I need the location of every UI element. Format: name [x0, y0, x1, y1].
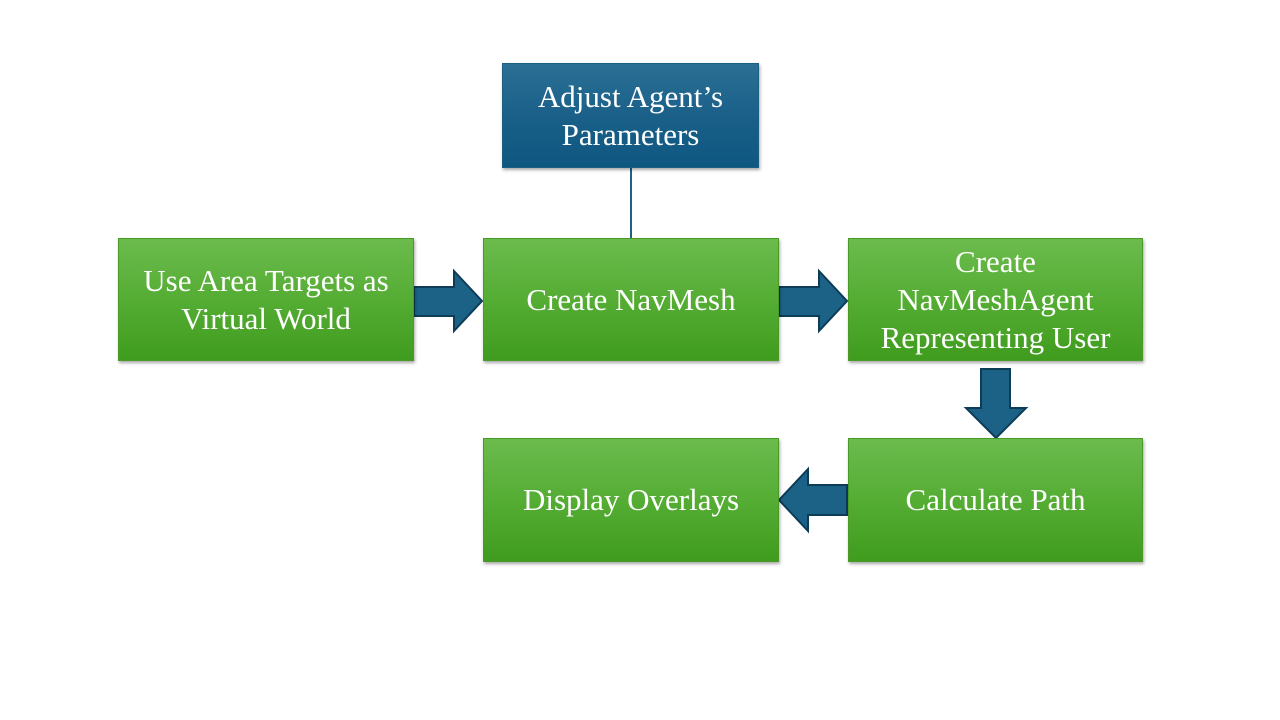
arrow-navmesh-to-agent [778, 268, 849, 334]
display-overlays-box: Display Overlays [483, 438, 779, 562]
area-targets-box: Use Area Targets as Virtual World [118, 238, 414, 361]
create-navmeshagent-label: Create NavMeshAgent Representing User [880, 243, 1111, 355]
calculate-path-box: Calculate Path [848, 438, 1143, 562]
arrow-agent-to-path [963, 368, 1029, 440]
display-overlays-label: Display Overlays [522, 482, 740, 517]
adjust-agent-parameters-label: Adjust Agent’s Parameters [537, 78, 724, 152]
adjust-agent-parameters-box: Adjust Agent’s Parameters [502, 63, 759, 168]
create-navmesh-label: Create NavMesh [526, 281, 736, 317]
create-navmesh-box: Create NavMesh [483, 238, 779, 361]
arrow-area-to-navmesh [413, 268, 484, 334]
create-navmeshagent-box: Create NavMeshAgent Representing User [848, 238, 1143, 361]
calculate-path-label: Calculate Path [905, 482, 1086, 517]
area-targets-label: Use Area Targets as Virtual World [143, 262, 389, 336]
arrow-path-to-overlays [777, 466, 848, 534]
